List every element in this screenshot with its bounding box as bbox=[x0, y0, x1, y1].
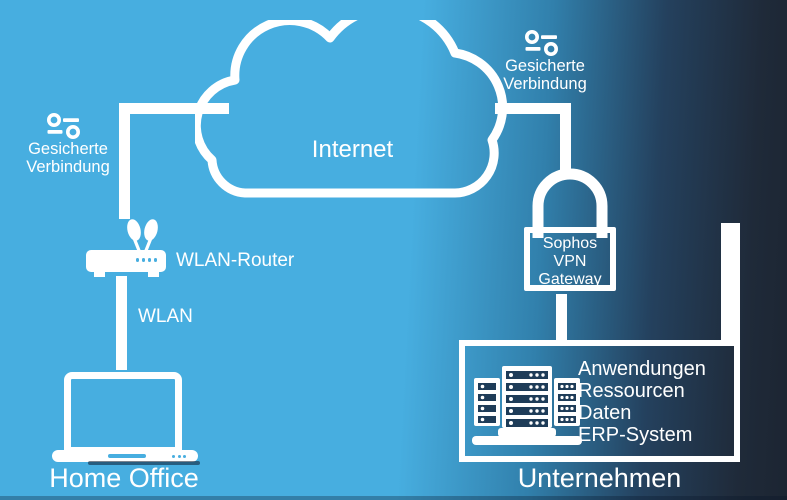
connector-left-vertical bbox=[119, 103, 130, 219]
secure-connection-label-right: Gesicherte Verbindung bbox=[485, 57, 605, 93]
laptop-trackpad-dash bbox=[108, 454, 146, 458]
bottom-edge-strip bbox=[0, 496, 787, 500]
vpn-gateway-line2: VPN bbox=[553, 253, 587, 270]
router-antennas-icon bbox=[127, 219, 158, 254]
company-resources-list: Anwendungen Ressourcen Daten ERP-System bbox=[578, 358, 706, 446]
secure-left-line1: Gesicherte bbox=[28, 140, 108, 158]
secure-connection-icon-right bbox=[525, 30, 558, 56]
secure-left-line2: Verbindung bbox=[26, 157, 110, 176]
laptop-base-dots bbox=[172, 455, 186, 458]
router-foot-right bbox=[148, 272, 159, 277]
laptop-screen-icon bbox=[64, 372, 182, 454]
vpn-gateway-line3: Gateway bbox=[538, 271, 602, 288]
laptop-base-icon bbox=[52, 450, 198, 462]
connector-wlan-line bbox=[116, 276, 127, 370]
secure-right-line1: Gesicherte bbox=[505, 57, 585, 75]
connector-right-vertical bbox=[560, 103, 571, 173]
router-label: WLAN-Router bbox=[176, 250, 295, 271]
router-led-dots bbox=[135, 258, 157, 262]
lock-shackle-icon bbox=[532, 168, 608, 238]
company-box bbox=[459, 340, 740, 462]
internet-cloud: Internet bbox=[191, 3, 510, 205]
vpn-gateway-label: Sophos VPN Gateway bbox=[530, 235, 610, 289]
secure-connection-label-left: Gesicherte Verbindung bbox=[8, 140, 128, 176]
company-item: Daten bbox=[578, 402, 632, 424]
laptop-shadow bbox=[88, 461, 200, 465]
lock-body-icon: Sophos VPN Gateway bbox=[524, 227, 616, 291]
company-item: Ressourcen bbox=[578, 380, 685, 402]
wlan-label: WLAN bbox=[138, 306, 193, 327]
company-item: ERP-System bbox=[578, 424, 693, 446]
server-rack-icon bbox=[472, 366, 582, 445]
connector-gateway-to-box bbox=[556, 294, 567, 342]
connector-left-horizontal bbox=[119, 103, 229, 114]
vpn-gateway-line1: Sophos bbox=[542, 235, 598, 252]
home-office-label: Home Office bbox=[49, 463, 199, 493]
secure-connection-icon-left bbox=[47, 113, 80, 139]
wlan-router-icon bbox=[86, 250, 166, 272]
company-item: Anwendungen bbox=[578, 358, 706, 380]
cloud-icon bbox=[191, 3, 508, 198]
company-label: Unternehmen bbox=[517, 463, 682, 493]
connector-right-horizontal bbox=[495, 103, 571, 114]
company-wall-bar bbox=[721, 223, 740, 343]
secure-right-line2: Verbindung bbox=[503, 74, 587, 93]
router-foot-left bbox=[94, 272, 105, 277]
cloud-label: Internet bbox=[311, 136, 394, 163]
